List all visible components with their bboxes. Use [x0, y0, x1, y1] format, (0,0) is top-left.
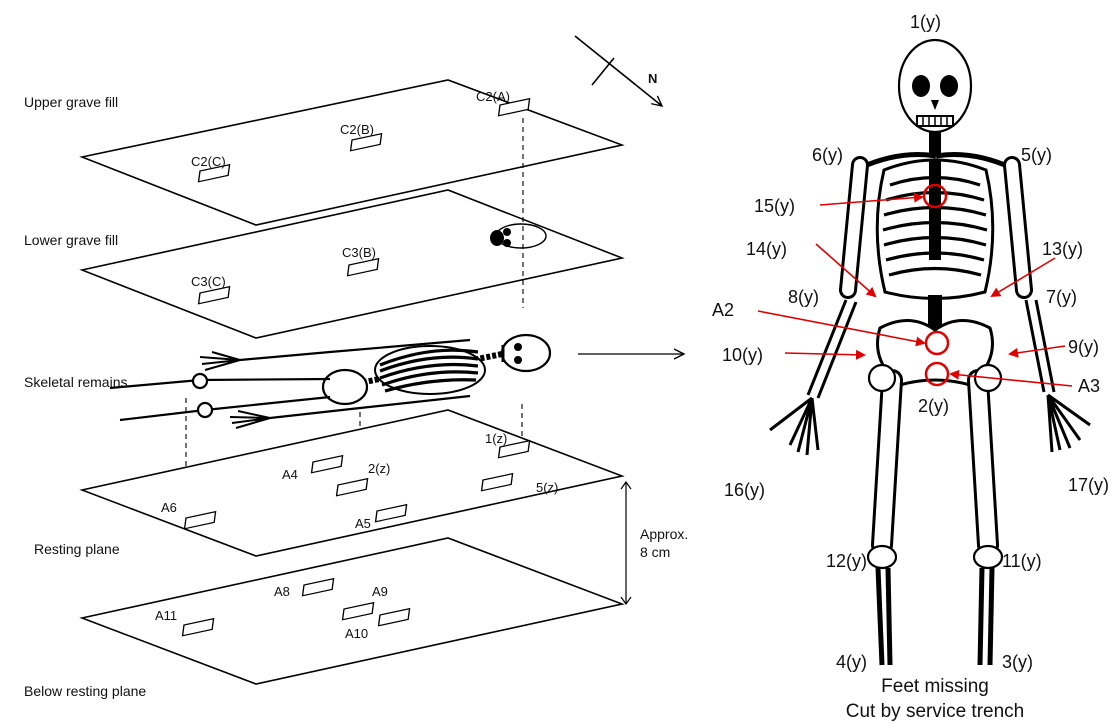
depth-indicator: [621, 482, 631, 604]
point-label-5: 5(y): [1021, 145, 1052, 165]
note-feet-missing: Feet missing: [881, 676, 989, 697]
sample-label-c2a: C2(A): [476, 89, 510, 104]
sample-label-c3b: C3(B): [342, 245, 376, 260]
point-label-9: 9(y): [1068, 337, 1099, 357]
point-label-3: 3(y): [1002, 652, 1033, 672]
depth-label-line2: 8 cm: [640, 544, 670, 560]
sample-label-a8: A8: [274, 584, 290, 599]
point-label-a2: A2: [712, 300, 734, 320]
sample-label-a11: A11: [155, 608, 177, 623]
sample-label-c3c: C3(C): [191, 274, 226, 289]
point-label-16: 16(y): [724, 480, 765, 500]
note-service-trench: Cut by service trench: [846, 701, 1024, 722]
depth-label-line1: Approx.: [640, 526, 688, 542]
point-label-11: 11(y): [1002, 551, 1042, 571]
point-label-13: 13(y): [1042, 239, 1083, 259]
north-label: N: [648, 71, 657, 86]
sample-label-a5: A5: [355, 516, 371, 531]
sample-label-2z: 2(z): [368, 461, 390, 476]
point-label-1: 1(y): [910, 12, 941, 32]
point-label-a3: A3: [1078, 376, 1100, 396]
point-label-4: 4(y): [836, 652, 867, 672]
sample-label-a6: A6: [161, 500, 177, 515]
sample-label-a9: A9: [372, 584, 388, 599]
point-label-17: 17(y): [1068, 475, 1109, 495]
sample-label-c2b: C2(B): [340, 122, 374, 137]
sample-label-5z: 5(z): [536, 480, 558, 495]
sample-label-c2c: C2(C): [191, 154, 226, 169]
point-label-14: 14(y): [746, 239, 787, 259]
sample-label-a10: A10: [345, 626, 368, 641]
point-label-10: 10(y): [722, 345, 763, 365]
upper-grave-fill-plane: [82, 80, 622, 225]
sample-label-a4: A4: [282, 467, 298, 482]
layer-label-skeletal: Skeletal remains: [24, 374, 128, 390]
point-label-15: 15(y): [754, 196, 795, 216]
point-label-6: 6(y): [812, 145, 843, 165]
point-label-12: 12(y): [826, 551, 867, 571]
lower-grave-fill-plane: [82, 190, 622, 338]
point-label-8: 8(y): [788, 287, 819, 307]
layer-label-upper: Upper grave fill: [24, 94, 118, 110]
point-label-7: 7(y): [1046, 287, 1077, 307]
horizontal-skeleton-icon: [110, 335, 550, 428]
layer-label-below: Below resting plane: [24, 683, 146, 699]
layer-label-lower: Lower grave fill: [24, 232, 118, 248]
point-label-2: 2(y): [918, 396, 949, 416]
sample-label-1z: 1(z): [485, 431, 507, 446]
layer-label-resting: Resting plane: [34, 541, 120, 557]
